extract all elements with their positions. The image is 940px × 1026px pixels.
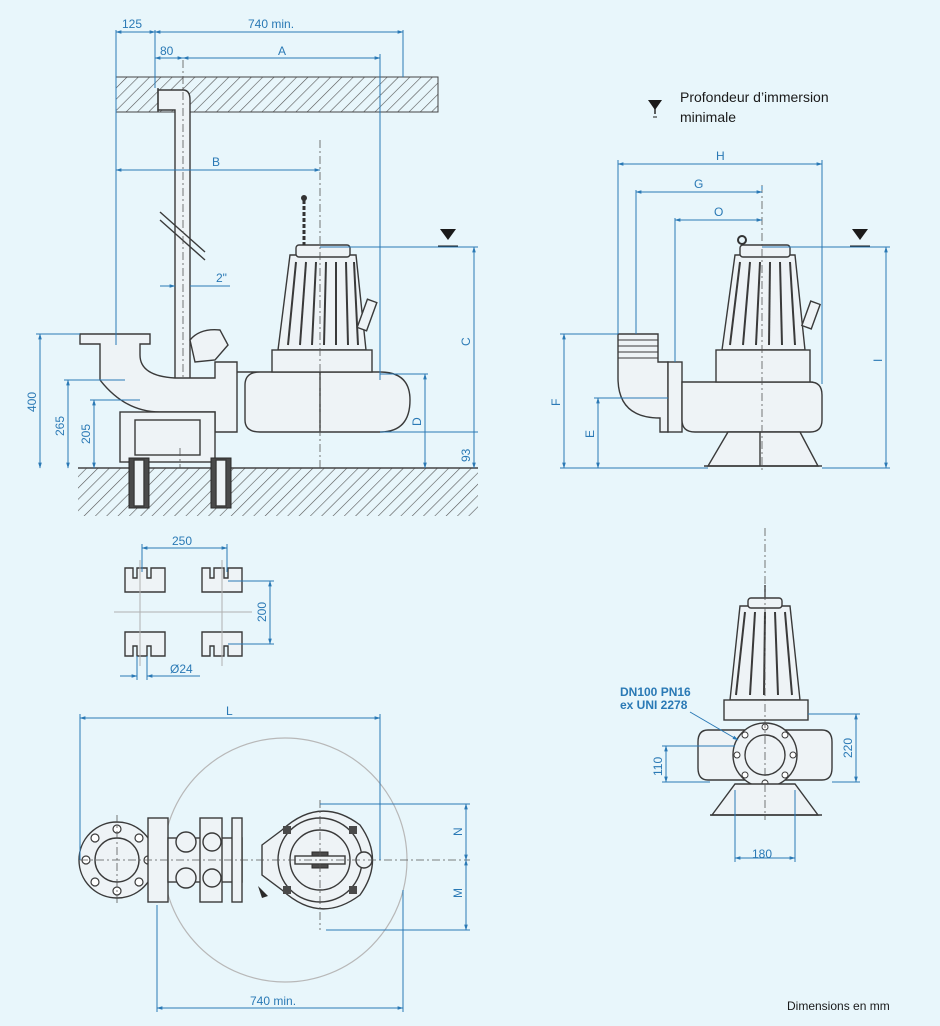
top-view: L N M 740 min. [78, 704, 470, 1012]
guide-pipe [157, 89, 191, 381]
duckfoot-elbow [79, 333, 238, 433]
dim-N-label: N [451, 827, 465, 836]
dim-740-bottom-label: 740 min. [250, 994, 296, 1008]
dim-400-label: 400 [25, 392, 39, 412]
freestanding-view: DN100 PN16 ex UNI 2278 220 110 180 [620, 528, 860, 862]
dim-250-label: 250 [172, 534, 192, 548]
dim-G-label: G [694, 177, 703, 191]
anchor-plan: 250 200 Ø24 [114, 534, 274, 680]
dim-220-label: 220 [841, 738, 855, 758]
legend-text-line2: minimale [680, 109, 736, 125]
dim-C-label: C [459, 337, 473, 346]
front-view: H G O I F E [549, 149, 890, 470]
dim-M-label: M [451, 888, 465, 898]
lifting-chain [301, 195, 307, 245]
dim-24-label: Ø24 [170, 662, 193, 676]
dim-205-label: 205 [79, 424, 93, 444]
dim-H-label: H [716, 149, 725, 163]
pump-volute [237, 371, 411, 433]
dim-D-label: D [410, 417, 424, 426]
front-volute [681, 381, 823, 433]
dim-80-label: 80 [160, 44, 174, 58]
dim-A-label: A [278, 44, 286, 58]
dim-2in-label: 2" [216, 271, 227, 285]
front-water-level-icon [850, 229, 870, 247]
dim-93-label: 93 [459, 448, 473, 462]
front-stand [706, 431, 820, 467]
front-elbow [617, 333, 669, 433]
immersion-legend: Profondeur d’immersion minimale [648, 89, 829, 125]
dim-740-top-label: 740 min. [248, 17, 294, 31]
dim-110-label: 110 [651, 757, 665, 776]
dim-I-label: I [871, 359, 885, 362]
dim-200-label: 200 [255, 602, 269, 622]
side-view: 125 740 min. 80 A B 2" C D 93 400 265 [25, 17, 478, 516]
dim-B-label: B [212, 155, 220, 169]
dim-F-label: F [549, 399, 563, 406]
dim-O-label: O [714, 205, 723, 219]
dim-125-label: 125 [122, 17, 142, 31]
legend-text-line1: Profondeur d’immersion [680, 89, 829, 105]
water-level-symbol-icon [648, 100, 662, 118]
dim-E-label: E [583, 430, 597, 438]
flange-label-line2: ex UNI 2278 [620, 698, 688, 712]
units-note: Dimensions en mm [787, 999, 890, 1013]
dim-265-label: 265 [53, 416, 67, 436]
dim-L-label: L [226, 704, 233, 718]
flange-label-line1: DN100 PN16 [620, 685, 691, 699]
side-water-level-icon [438, 229, 458, 247]
dim-180-label: 180 [752, 847, 772, 861]
